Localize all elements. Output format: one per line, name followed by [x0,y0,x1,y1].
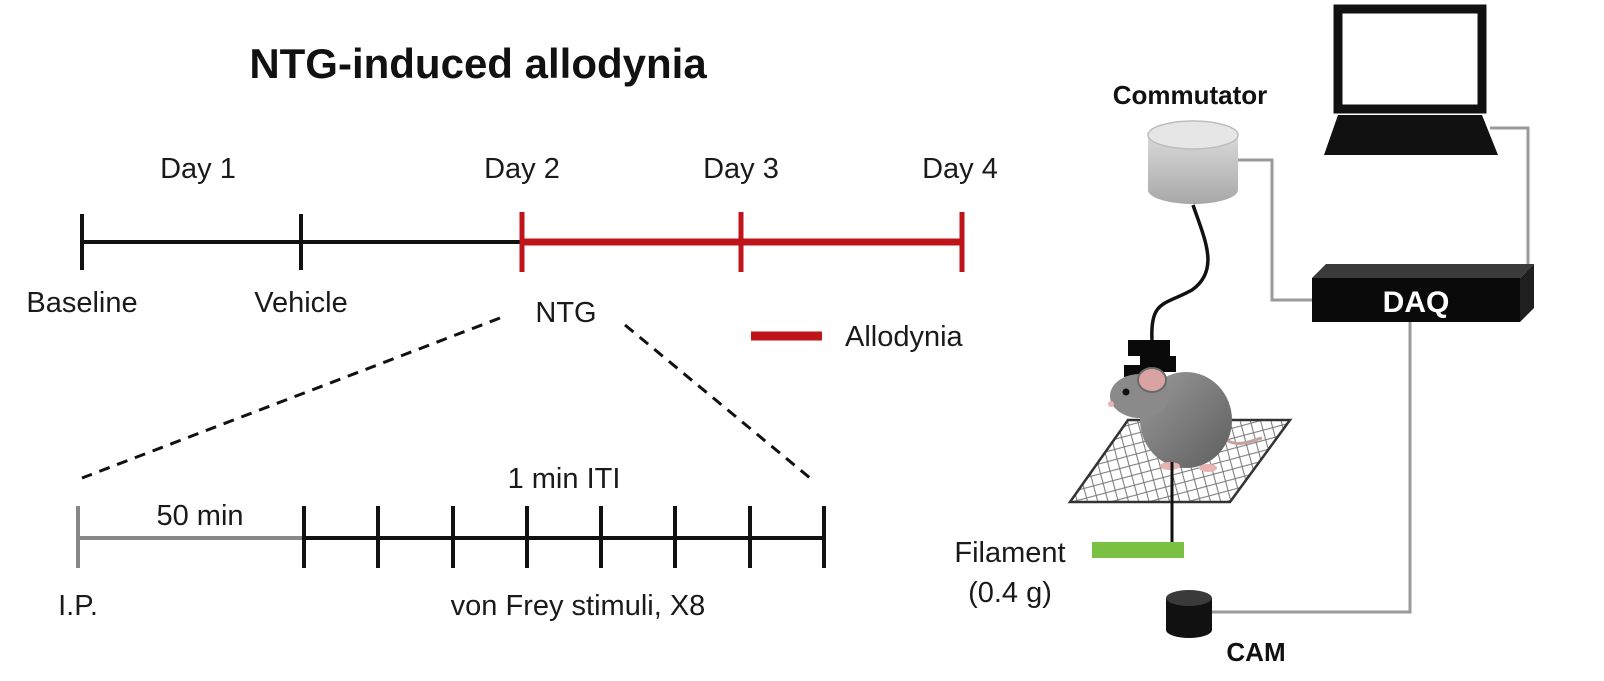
baseline-label: Baseline [26,287,137,319]
commutator-icon [1147,120,1239,204]
day-2-label: Day 2 [484,153,560,185]
daq-label: DAQ [1383,286,1450,319]
diagram-title: NTG-induced allodynia [249,40,707,87]
filament-label: Filament [954,537,1065,569]
zoom-line-right [624,323,811,480]
laptop-icon [1324,4,1498,155]
daq-box: DAQ [1312,264,1534,322]
camera-icon [1166,590,1212,638]
day-3-label: Day 3 [703,153,779,185]
cam-label: CAM [1226,637,1285,667]
day-4-label: Day 4 [922,153,998,185]
filament-icon [1092,542,1184,558]
stimuli-label: von Frey stimuli, X8 [451,590,706,622]
filament-weight-label: (0.4 g) [968,577,1052,609]
main-timeline [80,212,965,272]
detail-timeline [76,506,826,568]
ntg-label: NTG [535,297,596,329]
vehicle-label: Vehicle [254,287,348,319]
iti-label: 1 min ITI [508,463,621,495]
commutator-label: Commutator [1113,80,1268,110]
ip-label: I.P. [58,590,98,622]
wait-duration-label: 50 min [156,500,243,532]
legend-label-allodynia: Allodynia [845,321,964,353]
mouse-icon [1108,367,1263,472]
day-1-label: Day 1 [160,153,236,185]
wire-daq-cam [1212,322,1412,614]
wire-commutator-daq [1238,158,1312,302]
zoom-line-left [81,316,501,480]
tether-cable [1150,204,1210,341]
connection-wires [1212,126,1530,614]
